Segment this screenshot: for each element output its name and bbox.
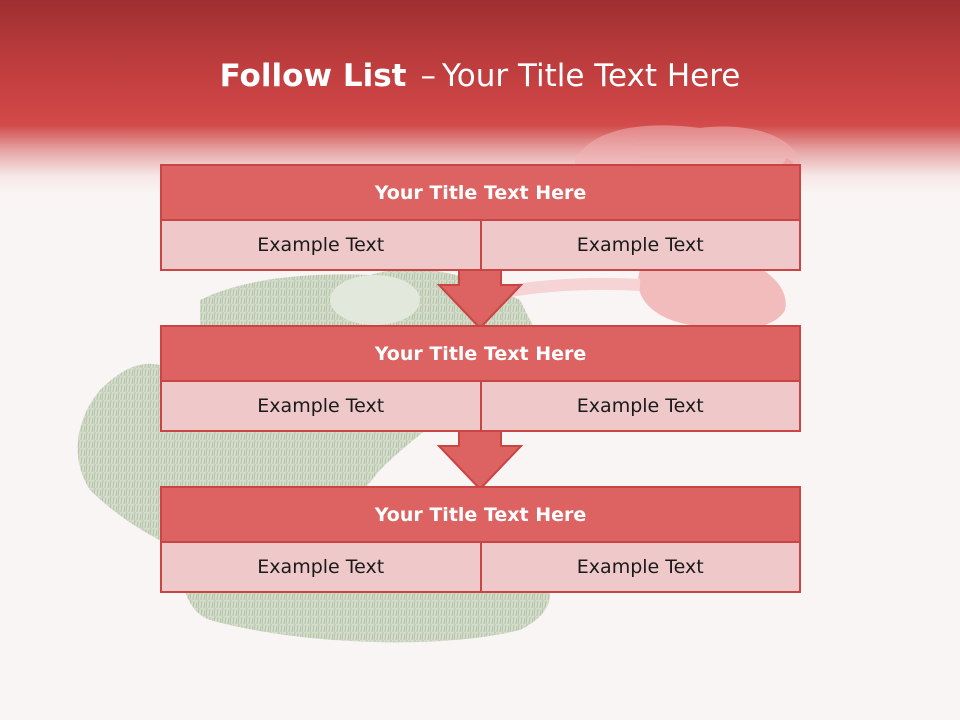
block-cell-right: Example Text — [479, 382, 800, 430]
title-light: Your Title Text Here — [441, 58, 741, 94]
block-title: Your Title Text Here — [160, 325, 801, 382]
block-cell-right: Example Text — [479, 221, 800, 269]
header-band — [0, 0, 960, 195]
block-cell-left: Example Text — [257, 556, 385, 578]
list-block-2: Your Title Text Here Example Text Exampl… — [160, 325, 801, 432]
block-cell-left: Example Text — [257, 395, 385, 417]
list-block-3: Your Title Text Here Example Text Exampl… — [160, 486, 801, 593]
title-dash: – — [420, 58, 436, 94]
block-cell-left: Example Text — [257, 234, 385, 256]
page-title: Follow List–Your Title Text Here — [0, 52, 960, 100]
block-row: Example Text Example Text — [160, 382, 801, 432]
block-row: Example Text Example Text — [160, 543, 801, 593]
block-cell-right: Example Text — [479, 543, 800, 591]
list-block-1: Your Title Text Here Example Text Exampl… — [160, 164, 801, 271]
block-title: Your Title Text Here — [160, 164, 801, 221]
block-title: Your Title Text Here — [160, 486, 801, 543]
title-strong: Follow List — [219, 58, 407, 94]
block-row: Example Text Example Text — [160, 221, 801, 271]
down-arrow-icon — [437, 431, 523, 491]
down-arrow-icon — [437, 270, 523, 330]
